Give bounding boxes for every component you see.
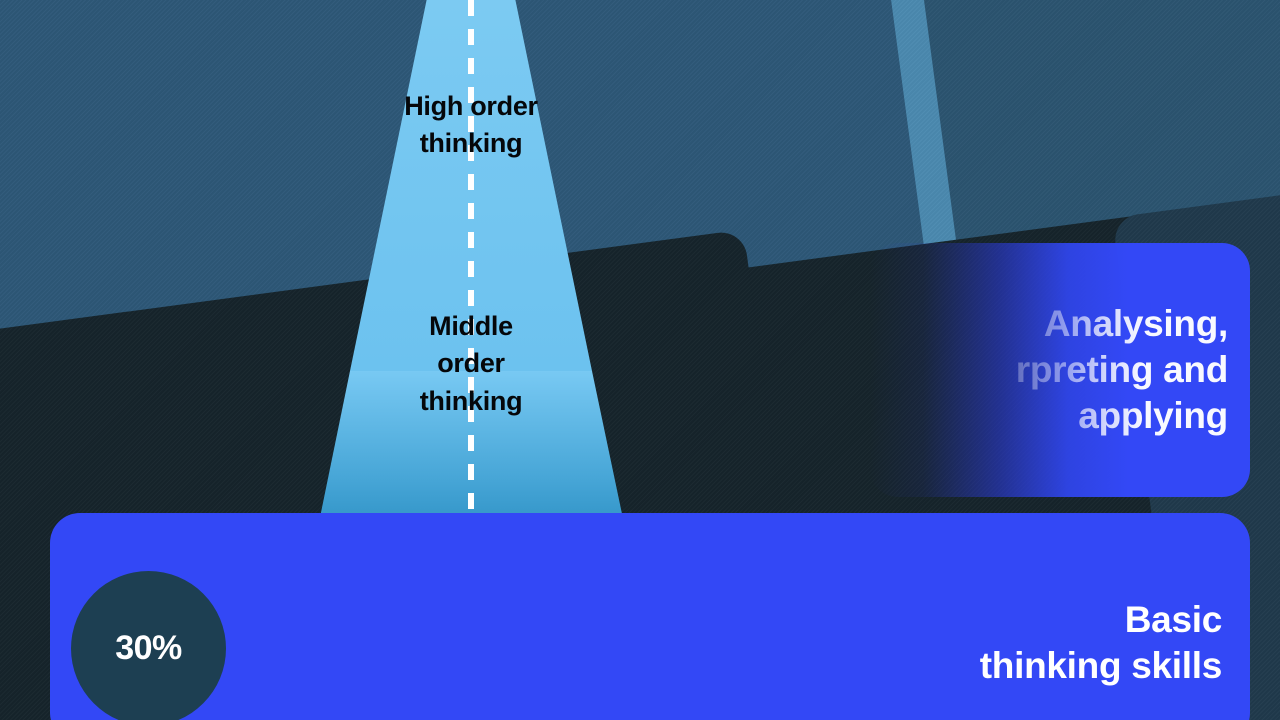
card-basic-text: Basic thinking skills (979, 599, 1223, 687)
card-basic-thinking-skills[interactable]: Basic thinking skills (50, 513, 1250, 720)
card-analysing-text: Analysing, rpreting and applying (1015, 302, 1229, 437)
percentage-badge-value: 30% (115, 629, 182, 667)
card-analysing-interpreting-applying[interactable]: Analysing, rpreting and applying (870, 243, 1250, 497)
percentage-badge[interactable]: 30% (71, 571, 226, 720)
